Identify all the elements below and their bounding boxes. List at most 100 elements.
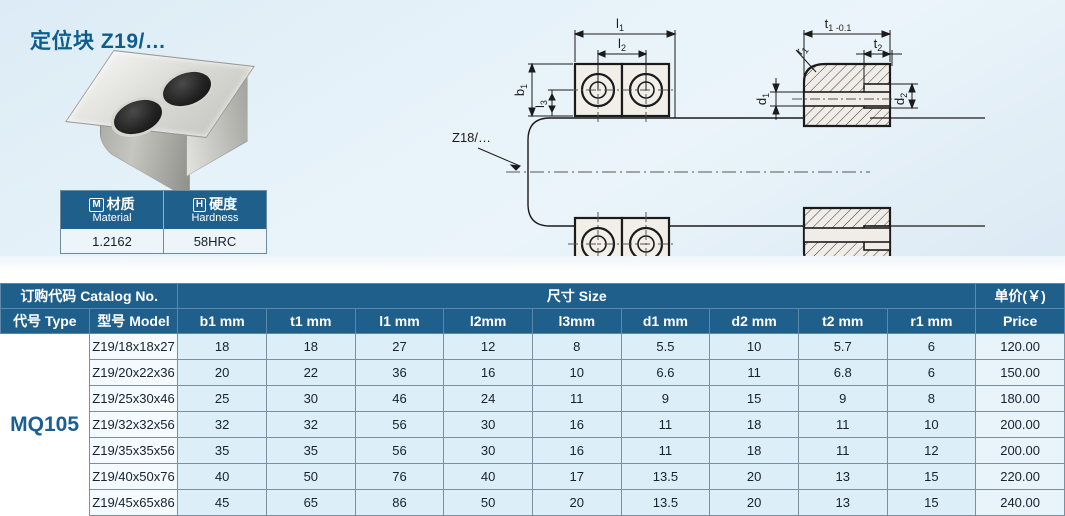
- section-center-body: [870, 117, 985, 227]
- header-col-b1: b1 mm: [177, 308, 267, 335]
- cell-d1: 6.6: [620, 359, 711, 387]
- cell-model: Z19/20x22x36: [88, 359, 179, 387]
- cell-l3: 16: [531, 411, 622, 439]
- cell-b1: 45: [177, 489, 267, 516]
- header-price-group: 单价(￥): [975, 282, 1065, 310]
- cell-l2: 40: [443, 463, 533, 491]
- dim-l3: l3: [533, 89, 573, 116]
- cell-t1: 50: [265, 463, 356, 491]
- cell-d1: 11: [620, 437, 711, 465]
- dim-label-r1: r1: [793, 42, 811, 59]
- cell-b1: 25: [177, 385, 267, 413]
- cell-d1: 11: [620, 411, 711, 439]
- header-col-t2: t2 mm: [797, 308, 888, 335]
- dim-label-l1: l1: [616, 16, 624, 33]
- cell-t2: 11: [797, 411, 888, 439]
- cell-r1: 10: [886, 411, 977, 439]
- header-col-d2: d2 mm: [709, 308, 799, 335]
- cell-r1: 12: [886, 437, 977, 465]
- hardness-value: 58HRC: [163, 229, 266, 254]
- cell-d2: 15: [709, 385, 799, 413]
- dim-label-t2: t2: [874, 36, 883, 53]
- cell-t1: 30: [265, 385, 356, 413]
- cell-t2: 13: [797, 463, 888, 491]
- dim-label-b1: b1: [512, 84, 529, 96]
- header-col-l1: l1 mm: [354, 308, 445, 335]
- cell-l2: 30: [443, 411, 533, 439]
- header-col-l2: l2mm: [443, 308, 533, 335]
- cell-price: 180.00: [975, 385, 1065, 413]
- cell-t1: 22: [265, 359, 356, 387]
- material-label-en: Material: [92, 212, 132, 225]
- cell-d2: 18: [709, 437, 799, 465]
- material-badge-icon: M: [89, 198, 104, 212]
- cell-price: 200.00: [975, 411, 1065, 439]
- cell-model: Z19/45x65x86: [88, 489, 179, 516]
- cell-l2: 12: [443, 333, 533, 361]
- table-header-sub-row: 代号 Type 型号 Model b1 mm t1 mm l1 mm l2mm …: [0, 308, 1065, 335]
- header-col-price: Price: [975, 308, 1065, 335]
- cell-d2: 10: [709, 333, 799, 361]
- cell-t1: 65: [265, 489, 356, 516]
- page-title-cn: 定位块: [30, 30, 95, 53]
- page-title-code: Z19/…: [100, 30, 167, 53]
- hardness-badge-icon: H: [192, 198, 207, 212]
- dim-label-d2: d2: [892, 93, 909, 105]
- cell-b1: 32: [177, 411, 267, 439]
- drawing-svg: l1 l2: [452, 16, 985, 271]
- cell-t2: 5.7: [797, 333, 888, 361]
- cell-price: 220.00: [975, 463, 1065, 491]
- dim-t2: t2: [856, 36, 902, 84]
- hardness-label-en: Hardness: [191, 212, 239, 225]
- cell-l3: 20: [531, 489, 622, 516]
- cell-price: 120.00: [975, 333, 1065, 361]
- cell-t2: 11: [797, 437, 888, 465]
- cell-d2: 20: [709, 489, 799, 516]
- cell-l2: 30: [443, 437, 533, 465]
- cell-b1: 40: [177, 463, 267, 491]
- specification-table: 订购代码 Catalog No. 尺寸 Size 单价(￥) 代号 Type 型…: [0, 282, 1065, 516]
- table-header-group-row: 订购代码 Catalog No. 尺寸 Size 单价(￥): [0, 282, 1065, 310]
- table-head: 订购代码 Catalog No. 尺寸 Size 单价(￥) 代号 Type 型…: [0, 282, 1065, 335]
- cell-l2: 24: [443, 385, 533, 413]
- section-view-lower: [802, 206, 892, 271]
- header-col-l3: l3mm: [531, 308, 622, 335]
- top-view-lower-plate: [568, 212, 676, 271]
- cell-l1: 76: [354, 463, 445, 491]
- cell-l2: 50: [443, 489, 533, 516]
- header-col-r1: r1 mm: [886, 308, 977, 335]
- header-size-group: 尺寸 Size: [177, 282, 977, 310]
- material-value: 1.2162: [92, 234, 132, 250]
- top-view-upper-plate: [568, 58, 676, 122]
- section-view-upper: [792, 58, 902, 128]
- z18-ref-label: Z18/…: [452, 130, 491, 145]
- cell-l1: 56: [354, 411, 445, 439]
- dim-l2-top: l2: [596, 36, 648, 90]
- cell-price: 200.00: [975, 437, 1065, 465]
- cell-r1: 6: [886, 333, 977, 361]
- cell-t2: 13: [797, 489, 888, 516]
- cell-r1: 8: [886, 385, 977, 413]
- cell-r1: 6: [886, 359, 977, 387]
- header-col-model: 型号 Model: [88, 308, 179, 335]
- dim-label-d1: d1: [754, 93, 771, 105]
- dim-label-l2: l2: [618, 36, 626, 53]
- dim-b1: b1: [512, 62, 573, 118]
- cell-price: 240.00: [975, 489, 1065, 516]
- cell-d1: 13.5: [620, 463, 711, 491]
- cell-d2: 11: [709, 359, 799, 387]
- cell-b1: 35: [177, 437, 267, 465]
- cell-model: Z19/18x18x27: [88, 333, 179, 361]
- header-col-t1: t1 mm: [265, 308, 356, 335]
- cell-b1: 18: [177, 333, 267, 361]
